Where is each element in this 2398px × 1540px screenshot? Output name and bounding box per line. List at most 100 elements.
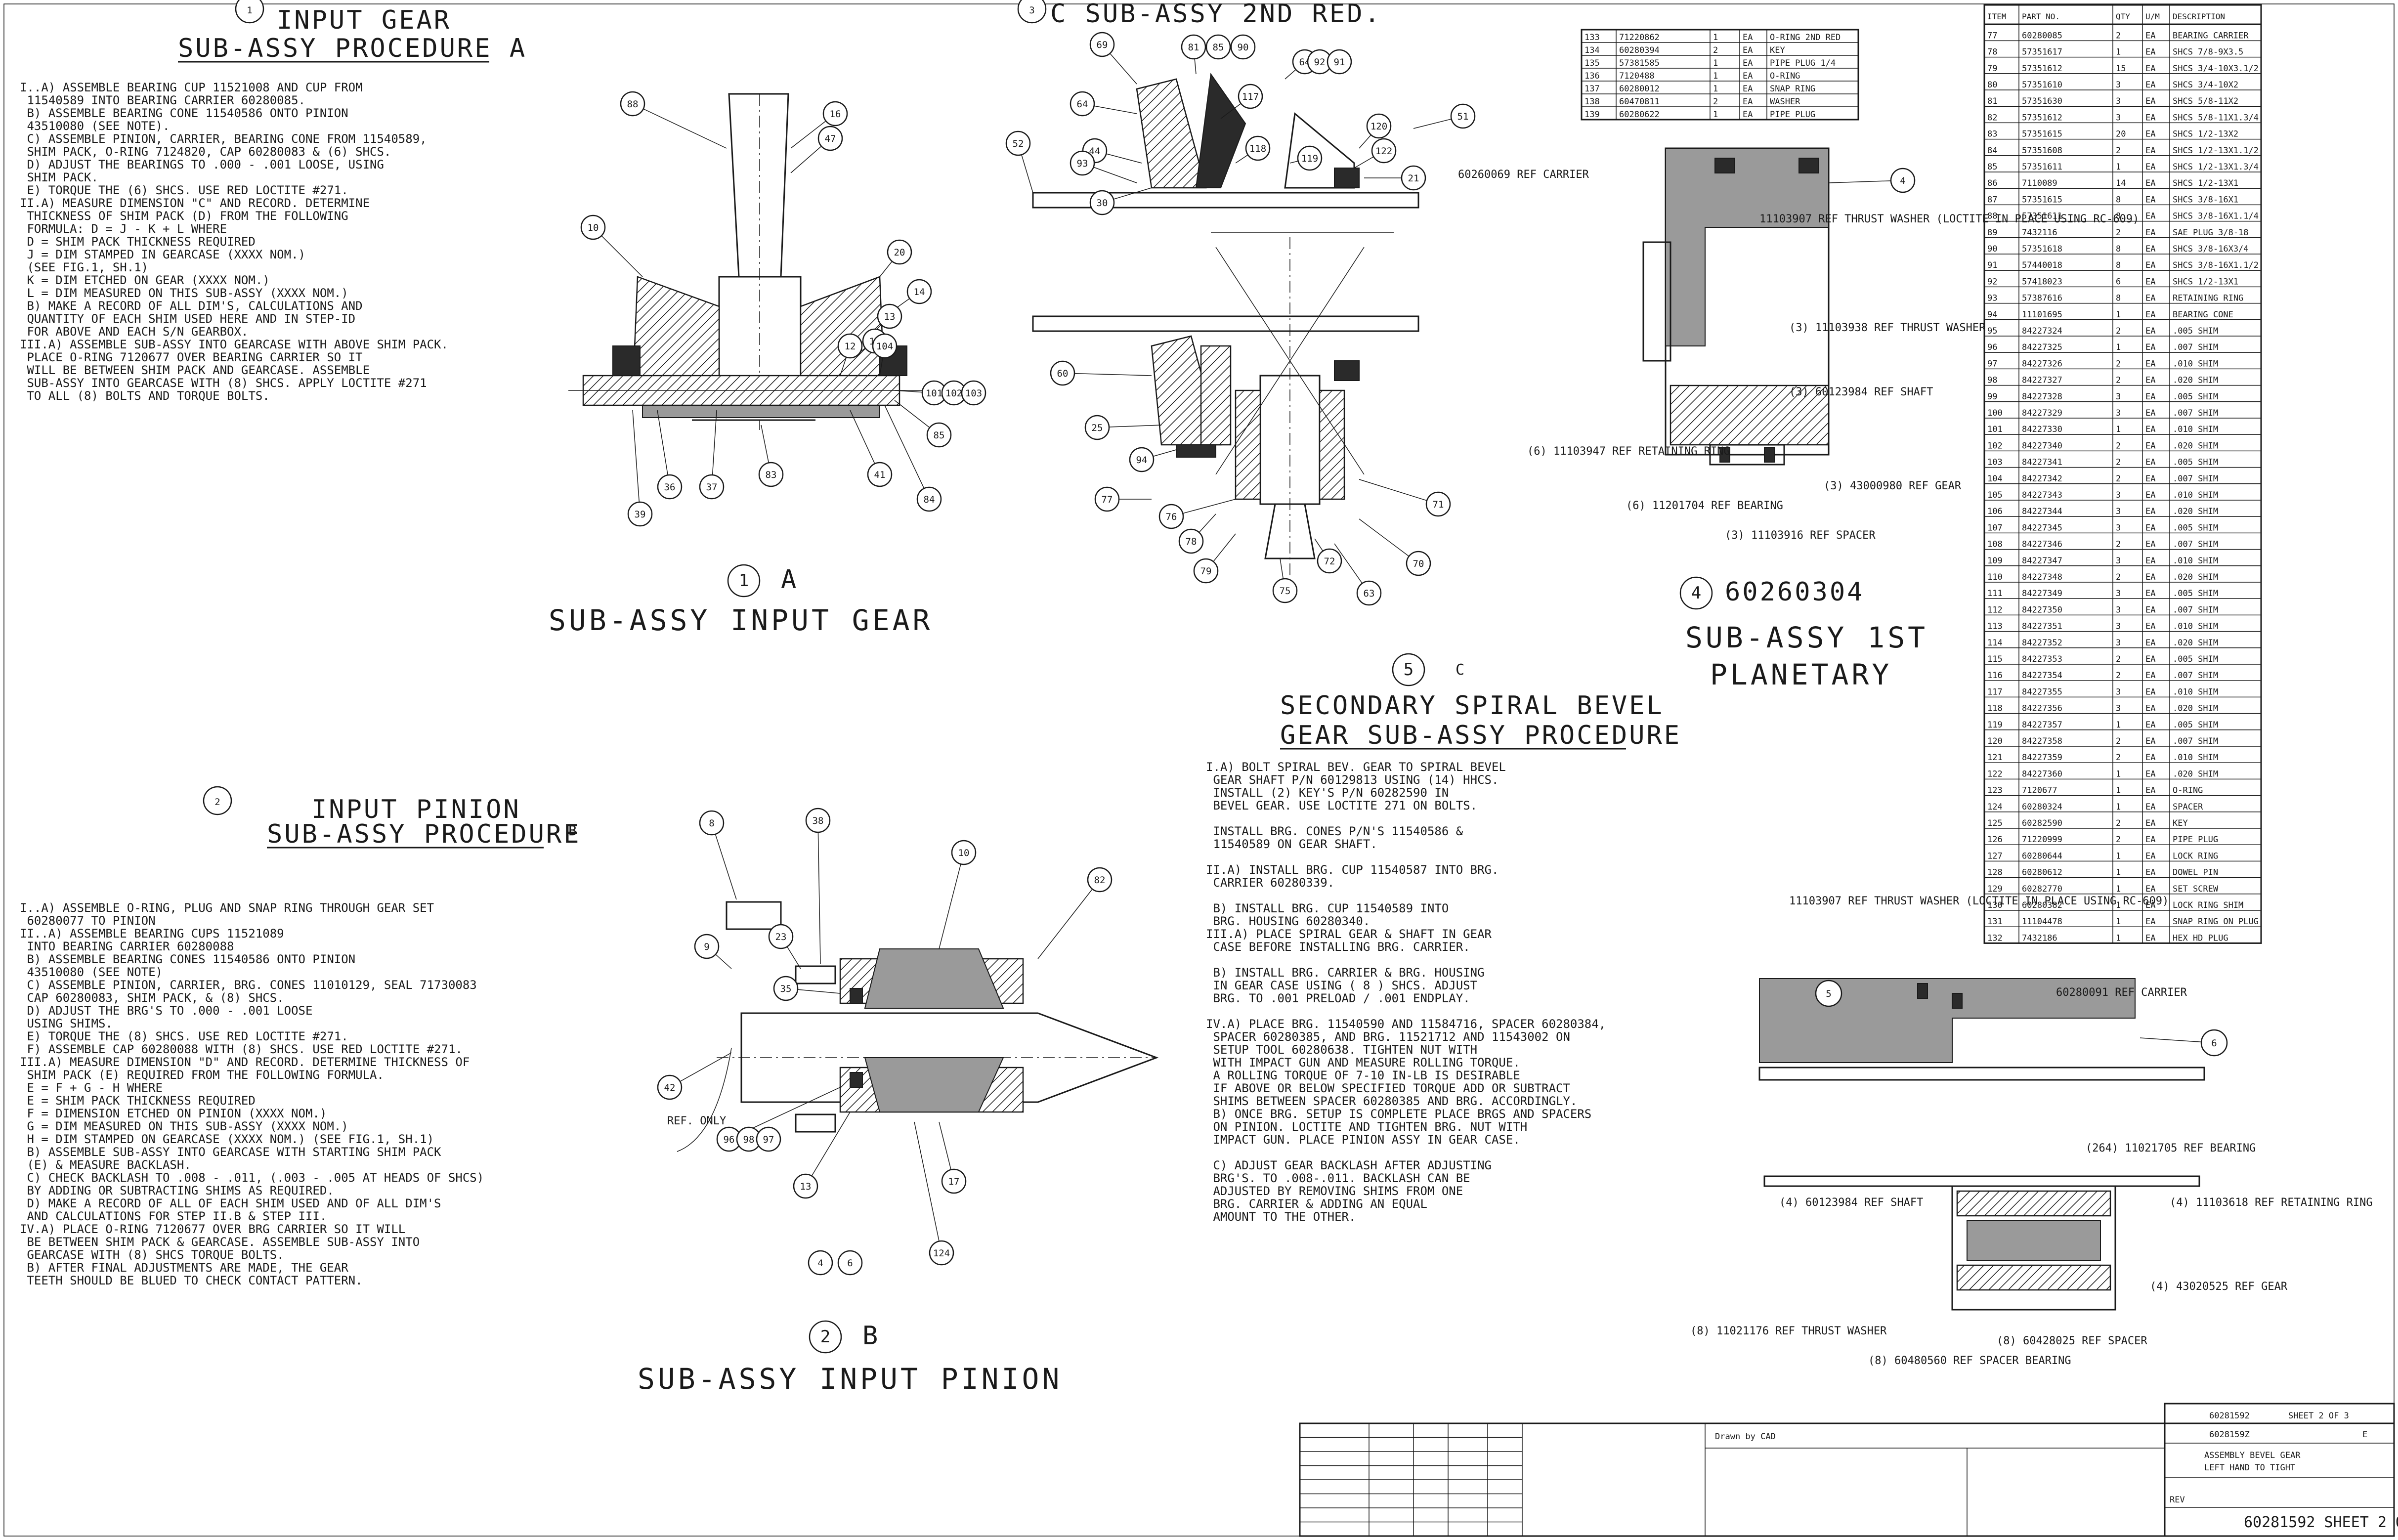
- proc_c-line: IF ABOVE OR BELOW SPECIFIED TORQUE ADD O…: [1206, 1081, 1570, 1095]
- parts-cell: EA: [2145, 638, 2155, 648]
- parts-cell: EA: [2145, 310, 2155, 320]
- proc_c-line: I.A) BOLT SPIRAL BEV. GEAR TO SPIRAL BEV…: [1206, 760, 1506, 774]
- callout-number: 20: [894, 247, 905, 258]
- parts-cell: 20: [2116, 129, 2126, 139]
- callout-balloon: [887, 239, 912, 265]
- parts-cell: EA: [2145, 425, 2155, 434]
- parts-cell: 1: [1713, 84, 1718, 94]
- parts-cell: LOCK RING SHIM: [2173, 900, 2243, 910]
- parts-cell: 101: [1987, 425, 2003, 434]
- parts-cell: EA: [2145, 802, 2155, 812]
- proc_a-line: PLACE O-RING 7120677 OVER BEARING CARRIE…: [20, 350, 363, 364]
- parts-cell: 8: [2116, 212, 2121, 221]
- parts-cell: .010 SHIM: [2173, 687, 2218, 697]
- callouts-view-1: 8816471020141315121041011021038584418337…: [580, 91, 986, 527]
- callout-balloon: [1890, 168, 1916, 193]
- parts-cell: 84227354: [2022, 671, 2062, 681]
- parts-cell: 99: [1987, 392, 1997, 402]
- proc_c-line: WITH IMPACT GUN AND MEASURE ROLLING TORQ…: [1206, 1056, 1520, 1069]
- title-line1: ASSEMBLY BEVEL GEAR: [2204, 1451, 2301, 1460]
- proc_c-line: IMPACT GUN. PLACE PINION ASSY IN GEAR CA…: [1206, 1133, 1520, 1147]
- callout-balloon: [805, 808, 831, 833]
- callout-balloon: [1317, 548, 1342, 574]
- proc_c-line: CASE BEFORE INSTALLING BRG. CARRIER.: [1206, 940, 1470, 954]
- proc_a-line: K = DIM ETCHED ON GEAR (XXXX NOM.): [20, 273, 270, 287]
- proc_b-line: AND CALCULATIONS FOR STEP II.B & STEP II…: [20, 1209, 327, 1223]
- proc_b-line: E = F + G - H WHERE: [20, 1081, 163, 1095]
- parts-cell: 97: [1987, 359, 1997, 369]
- proc_a-line: THICKNESS OF SHIM PACK (D) FROM THE FOLL…: [20, 209, 348, 223]
- proc_a-line: QUANTITY OF EACH SHIM USED HERE AND IN S…: [20, 312, 355, 326]
- callout-number: 78: [1186, 536, 1197, 547]
- callout-number: 75: [1280, 586, 1291, 597]
- parts-cell: EA: [2145, 441, 2155, 451]
- parts-cell: SNAP RING: [1770, 84, 1815, 94]
- proc_b-line: I..A) ASSEMBLE O-RING, PLUG AND SNAP RIN…: [20, 901, 434, 915]
- planetary-labels: 60260069 REF CARRIER 11103907 REF THRUST…: [1458, 169, 2139, 542]
- parts-cell: SHCS 1/2-13X1.1/2: [2173, 146, 2259, 156]
- parts-cell: 57351617: [2022, 47, 2062, 57]
- proc_c-line: INSTALL BRG. CONES P/N'S 11540586 &: [1206, 824, 1463, 838]
- proc_b-line: D) MAKE A RECORD OF ALL OF EACH SHIM USE…: [20, 1197, 441, 1210]
- view-label-4-circle: [1679, 576, 1713, 610]
- callout-balloon: [758, 462, 784, 487]
- proc_b-line: H = DIM STAMPED ON GEARCASE (XXXX NOM.) …: [20, 1132, 434, 1146]
- parts-cell: KEY: [2173, 818, 2188, 828]
- parts-cell: .007 SHIM: [2173, 605, 2218, 615]
- parts-cell: PIPE PLUG 1/4: [1770, 58, 1836, 68]
- parts-cell: 11101695: [2022, 310, 2062, 320]
- parts-cell: HEX HD PLUG: [2173, 933, 2228, 943]
- callout-balloon: [1401, 165, 1426, 191]
- callout-number: 63: [1364, 588, 1375, 599]
- parts-cell: .007 SHIM: [2173, 540, 2218, 550]
- callout-number: 37: [706, 482, 718, 493]
- view-1-input-gear: 1 INPUT GEAR SUB-ASSY PROCEDURE A I..A) …: [20, 0, 986, 637]
- title-block: Drawn by CAD 60281592 SHEET 2 OF 3 60281…: [1299, 1403, 2398, 1537]
- proc_a-line: TO ALL (8) BOLTS AND TORQUE BOLTS.: [20, 389, 270, 403]
- parts-cell: 1: [2116, 786, 2121, 796]
- parts-cell: EA: [2145, 507, 2155, 516]
- view-number-2-text: 2: [214, 797, 220, 808]
- parts-cell: EA: [2145, 654, 2155, 664]
- parts-cell: 84: [1987, 146, 1997, 156]
- callout-balloon: [906, 279, 932, 304]
- callout-balloon: [1245, 135, 1271, 161]
- view-4-title-line1: SUB-ASSY 1ST: [1685, 621, 1928, 654]
- parts-cell: 1: [2116, 162, 2121, 172]
- v6-label-gear: (4) 43020525 REF GEAR: [2150, 1281, 2288, 1293]
- parts-cell: 57351630: [2022, 96, 2062, 106]
- parts-cell: 114: [1987, 638, 2003, 648]
- parts-cell: .020 SHIM: [2173, 572, 2218, 582]
- parts-cell: EA: [2145, 851, 2155, 861]
- parts-cell: 127: [1987, 851, 2003, 861]
- parts-cell: 2: [1713, 97, 1718, 107]
- view-1-title: SUB-ASSY INPUT GEAR: [549, 603, 933, 637]
- parts-cell: 3: [2116, 704, 2121, 714]
- parts-cell: 7110089: [2022, 178, 2057, 188]
- parts-cell: EA: [1743, 58, 1753, 68]
- parts-cell: 82: [1987, 113, 1997, 123]
- parts-cell: 1: [2116, 884, 2121, 894]
- view-number-5: [1392, 653, 1425, 686]
- parts-cell: 103: [1987, 458, 2003, 468]
- parts-cell: EA: [2145, 605, 2155, 615]
- parts-cell: 84227356: [2022, 704, 2062, 714]
- parts-cell: 84227345: [2022, 523, 2062, 533]
- parts-cell: BEARING CONE: [2173, 310, 2233, 320]
- callout-balloon: [699, 810, 725, 836]
- parts-cell: 84227358: [2022, 736, 2062, 746]
- parts-cell: EA: [2145, 260, 2155, 270]
- view-number-2: [203, 786, 232, 815]
- callout-balloon: [1366, 113, 1392, 139]
- parts-cell: 3: [2116, 556, 2121, 566]
- parts-cell: SHCS 1/2-13X2: [2173, 129, 2238, 139]
- title-line2: LEFT HAND TO TIGHT: [2204, 1463, 2295, 1473]
- parts-cell: .020 SHIM: [2173, 638, 2218, 648]
- callout-number: 16: [830, 109, 841, 120]
- callout-number: 69: [1097, 40, 1108, 50]
- proc_c-line: SHIMS BETWEEN SPACER 60280385 AND BRG. A…: [1206, 1094, 1577, 1108]
- parts-cell: 3: [2116, 605, 2121, 615]
- callout-number: 72: [1324, 556, 1335, 567]
- sheet-border: [3, 3, 2395, 1537]
